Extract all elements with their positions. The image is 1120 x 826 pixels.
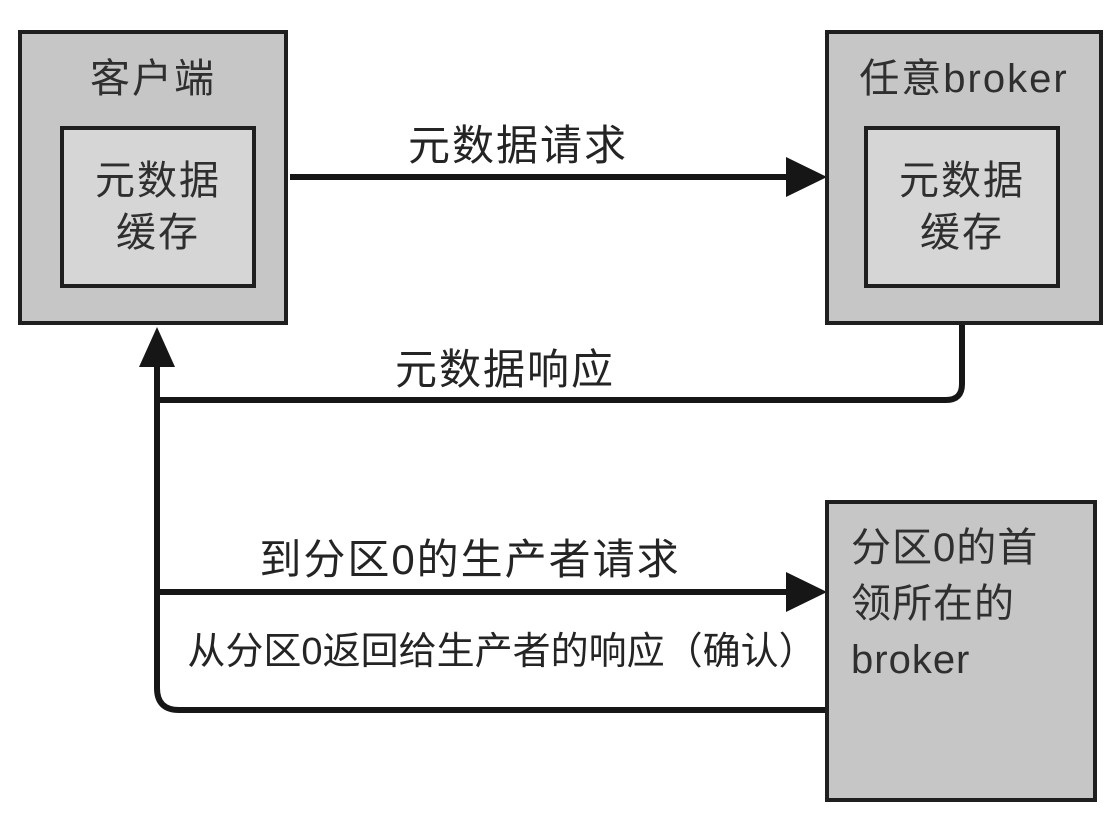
metadata-request-label: 元数据请求 bbox=[407, 122, 629, 169]
client-metadata-cache-box: 元数据 缓存 bbox=[60, 126, 256, 288]
partition-leader-broker-box: 分区0的首 领所在的 broker bbox=[825, 500, 1097, 802]
produce-request-label: 到分区0的生产者请求 bbox=[259, 536, 681, 583]
broker-metadata-cache-box: 元数据 缓存 bbox=[864, 126, 1060, 288]
client-box: 客户端 元数据 缓存 bbox=[18, 30, 288, 325]
client-metadata-cache-label: 元数据 缓存 bbox=[95, 159, 221, 255]
produce-request-arrowhead bbox=[786, 572, 827, 612]
broker-metadata-cache-label: 元数据 缓存 bbox=[899, 159, 1025, 255]
any-broker-box-title: 任意broker bbox=[859, 57, 1069, 101]
metadata-request-arrowhead bbox=[786, 157, 827, 197]
partition-leader-broker-label: 分区0的首 领所在的 broker bbox=[851, 526, 1039, 682]
metadata-response-label: 元数据响应 bbox=[394, 346, 616, 393]
produce-response-label: 从分区0返回给生产者的响应（确认） bbox=[187, 631, 817, 673]
client-box-title: 客户端 bbox=[90, 57, 216, 101]
response-to-client-arrowhead bbox=[139, 327, 175, 367]
any-broker-box: 任意broker 元数据 缓存 bbox=[825, 30, 1103, 325]
